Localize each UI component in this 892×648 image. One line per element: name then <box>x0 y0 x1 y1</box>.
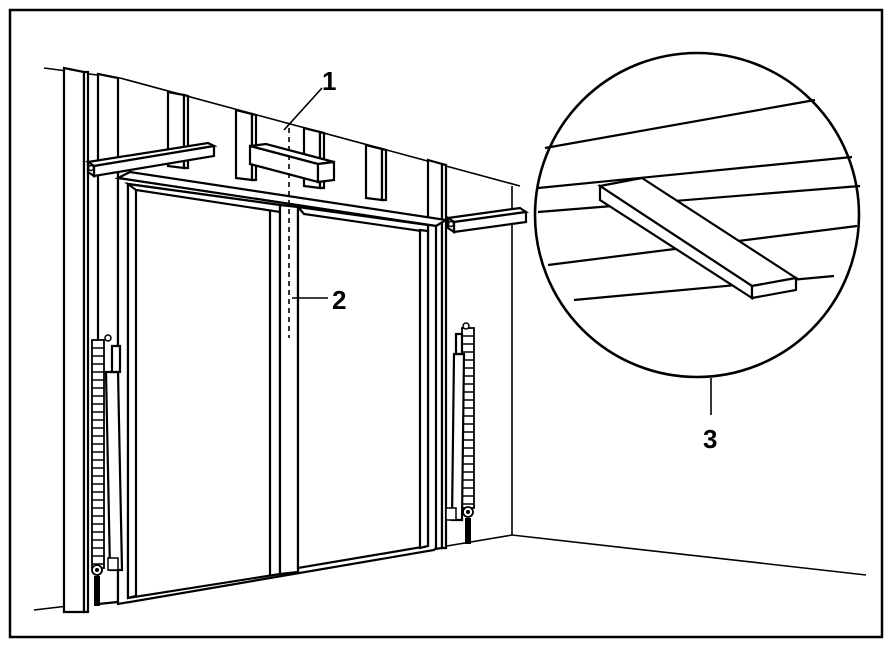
detail-bracket <box>597 176 799 301</box>
callout-2: 2 <box>332 285 346 315</box>
center-mounting-block <box>248 142 336 184</box>
right-door-leaf <box>295 205 430 570</box>
callout-3: 3 <box>703 424 717 454</box>
leader-lines <box>283 87 712 415</box>
callout-1: 1 <box>322 66 336 96</box>
detail-magnifier <box>533 51 861 379</box>
left-header-bracket <box>85 141 218 179</box>
left-door-leaf <box>123 182 282 600</box>
diagram-border <box>8 8 884 639</box>
right-spring-assembly <box>445 322 475 544</box>
right-header-bracket <box>444 206 530 235</box>
left-spring-assembly <box>91 334 124 606</box>
